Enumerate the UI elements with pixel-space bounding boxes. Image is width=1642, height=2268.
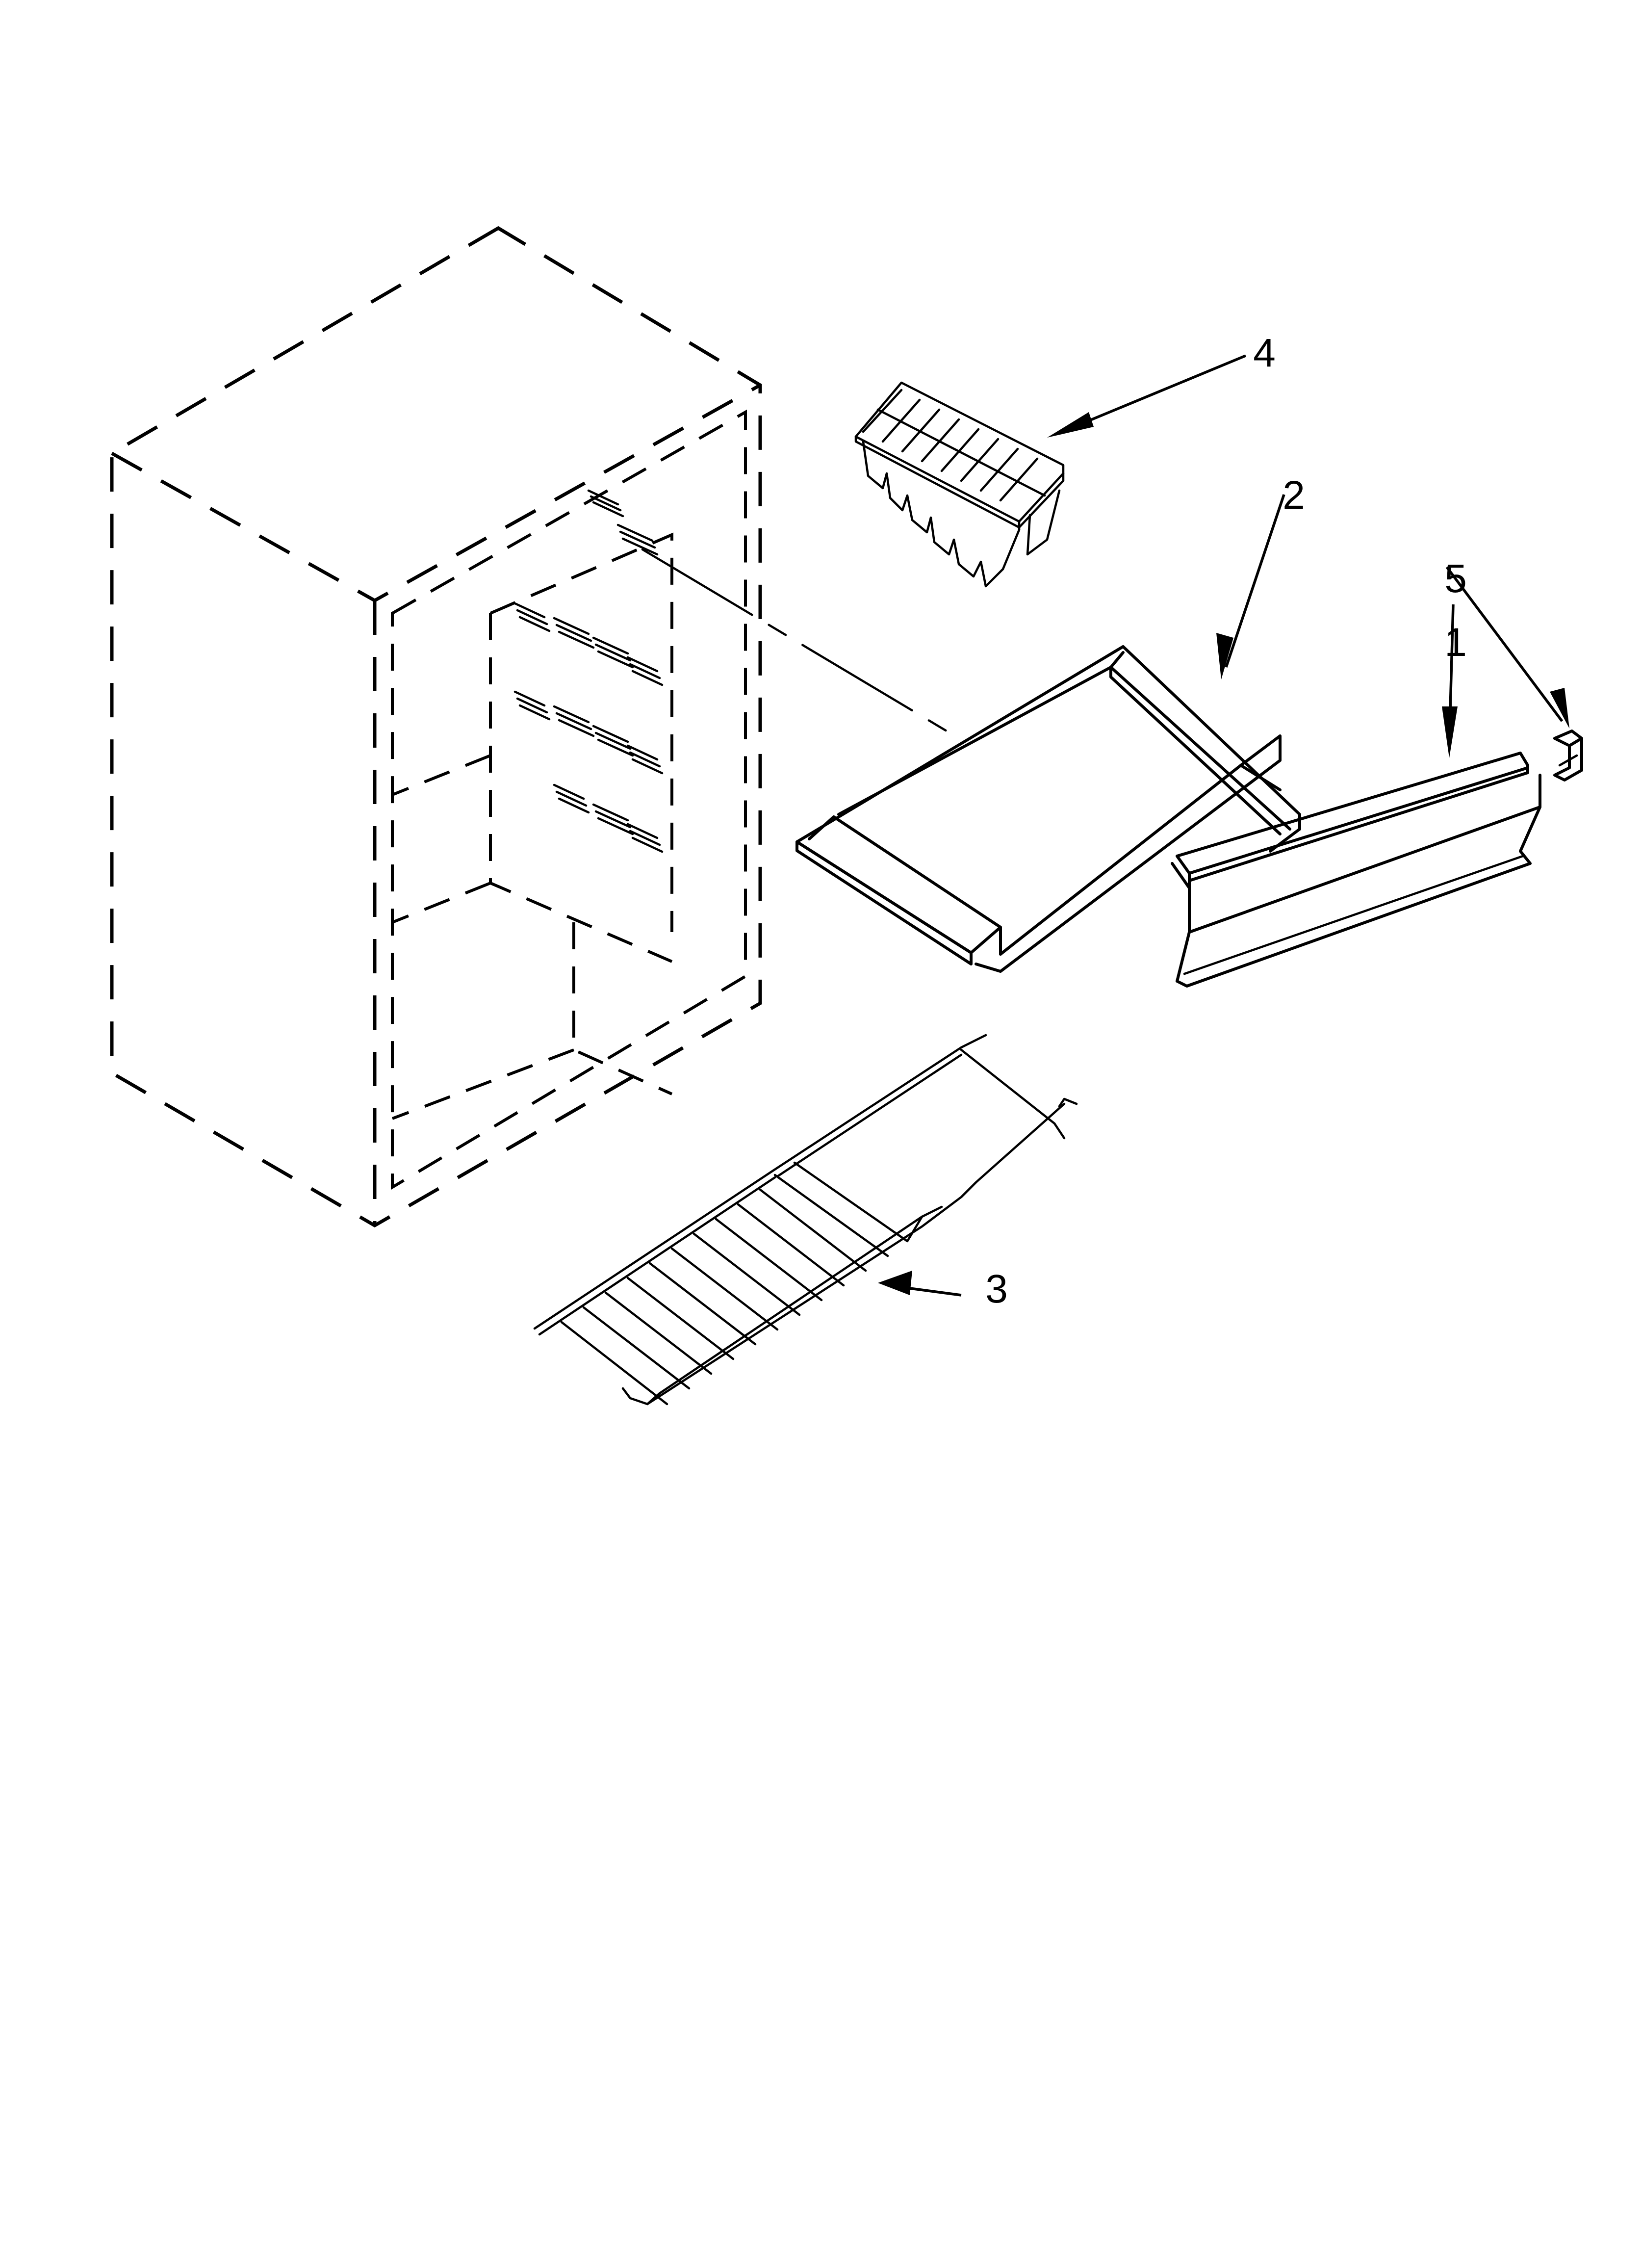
- cabinet-outline: [110, 226, 948, 1228]
- end-cap-clip[interactable]: [1553, 730, 1583, 782]
- callout-5: 5: [1444, 556, 1467, 601]
- callout-3: 3: [985, 1267, 1008, 1311]
- callout-1: 1: [1444, 620, 1467, 665]
- vent-slots: [513, 489, 664, 853]
- callout-2: 2: [1283, 473, 1305, 518]
- wire-shelf[interactable]: [533, 1034, 1078, 1406]
- ice-cube-tray[interactable]: [854, 381, 1065, 588]
- callout-4: 4: [1253, 331, 1276, 375]
- freezer-drawer-tray[interactable]: [795, 645, 1301, 973]
- leader-lines: [878, 354, 1569, 1297]
- toe-grille-panel[interactable]: [1171, 752, 1541, 988]
